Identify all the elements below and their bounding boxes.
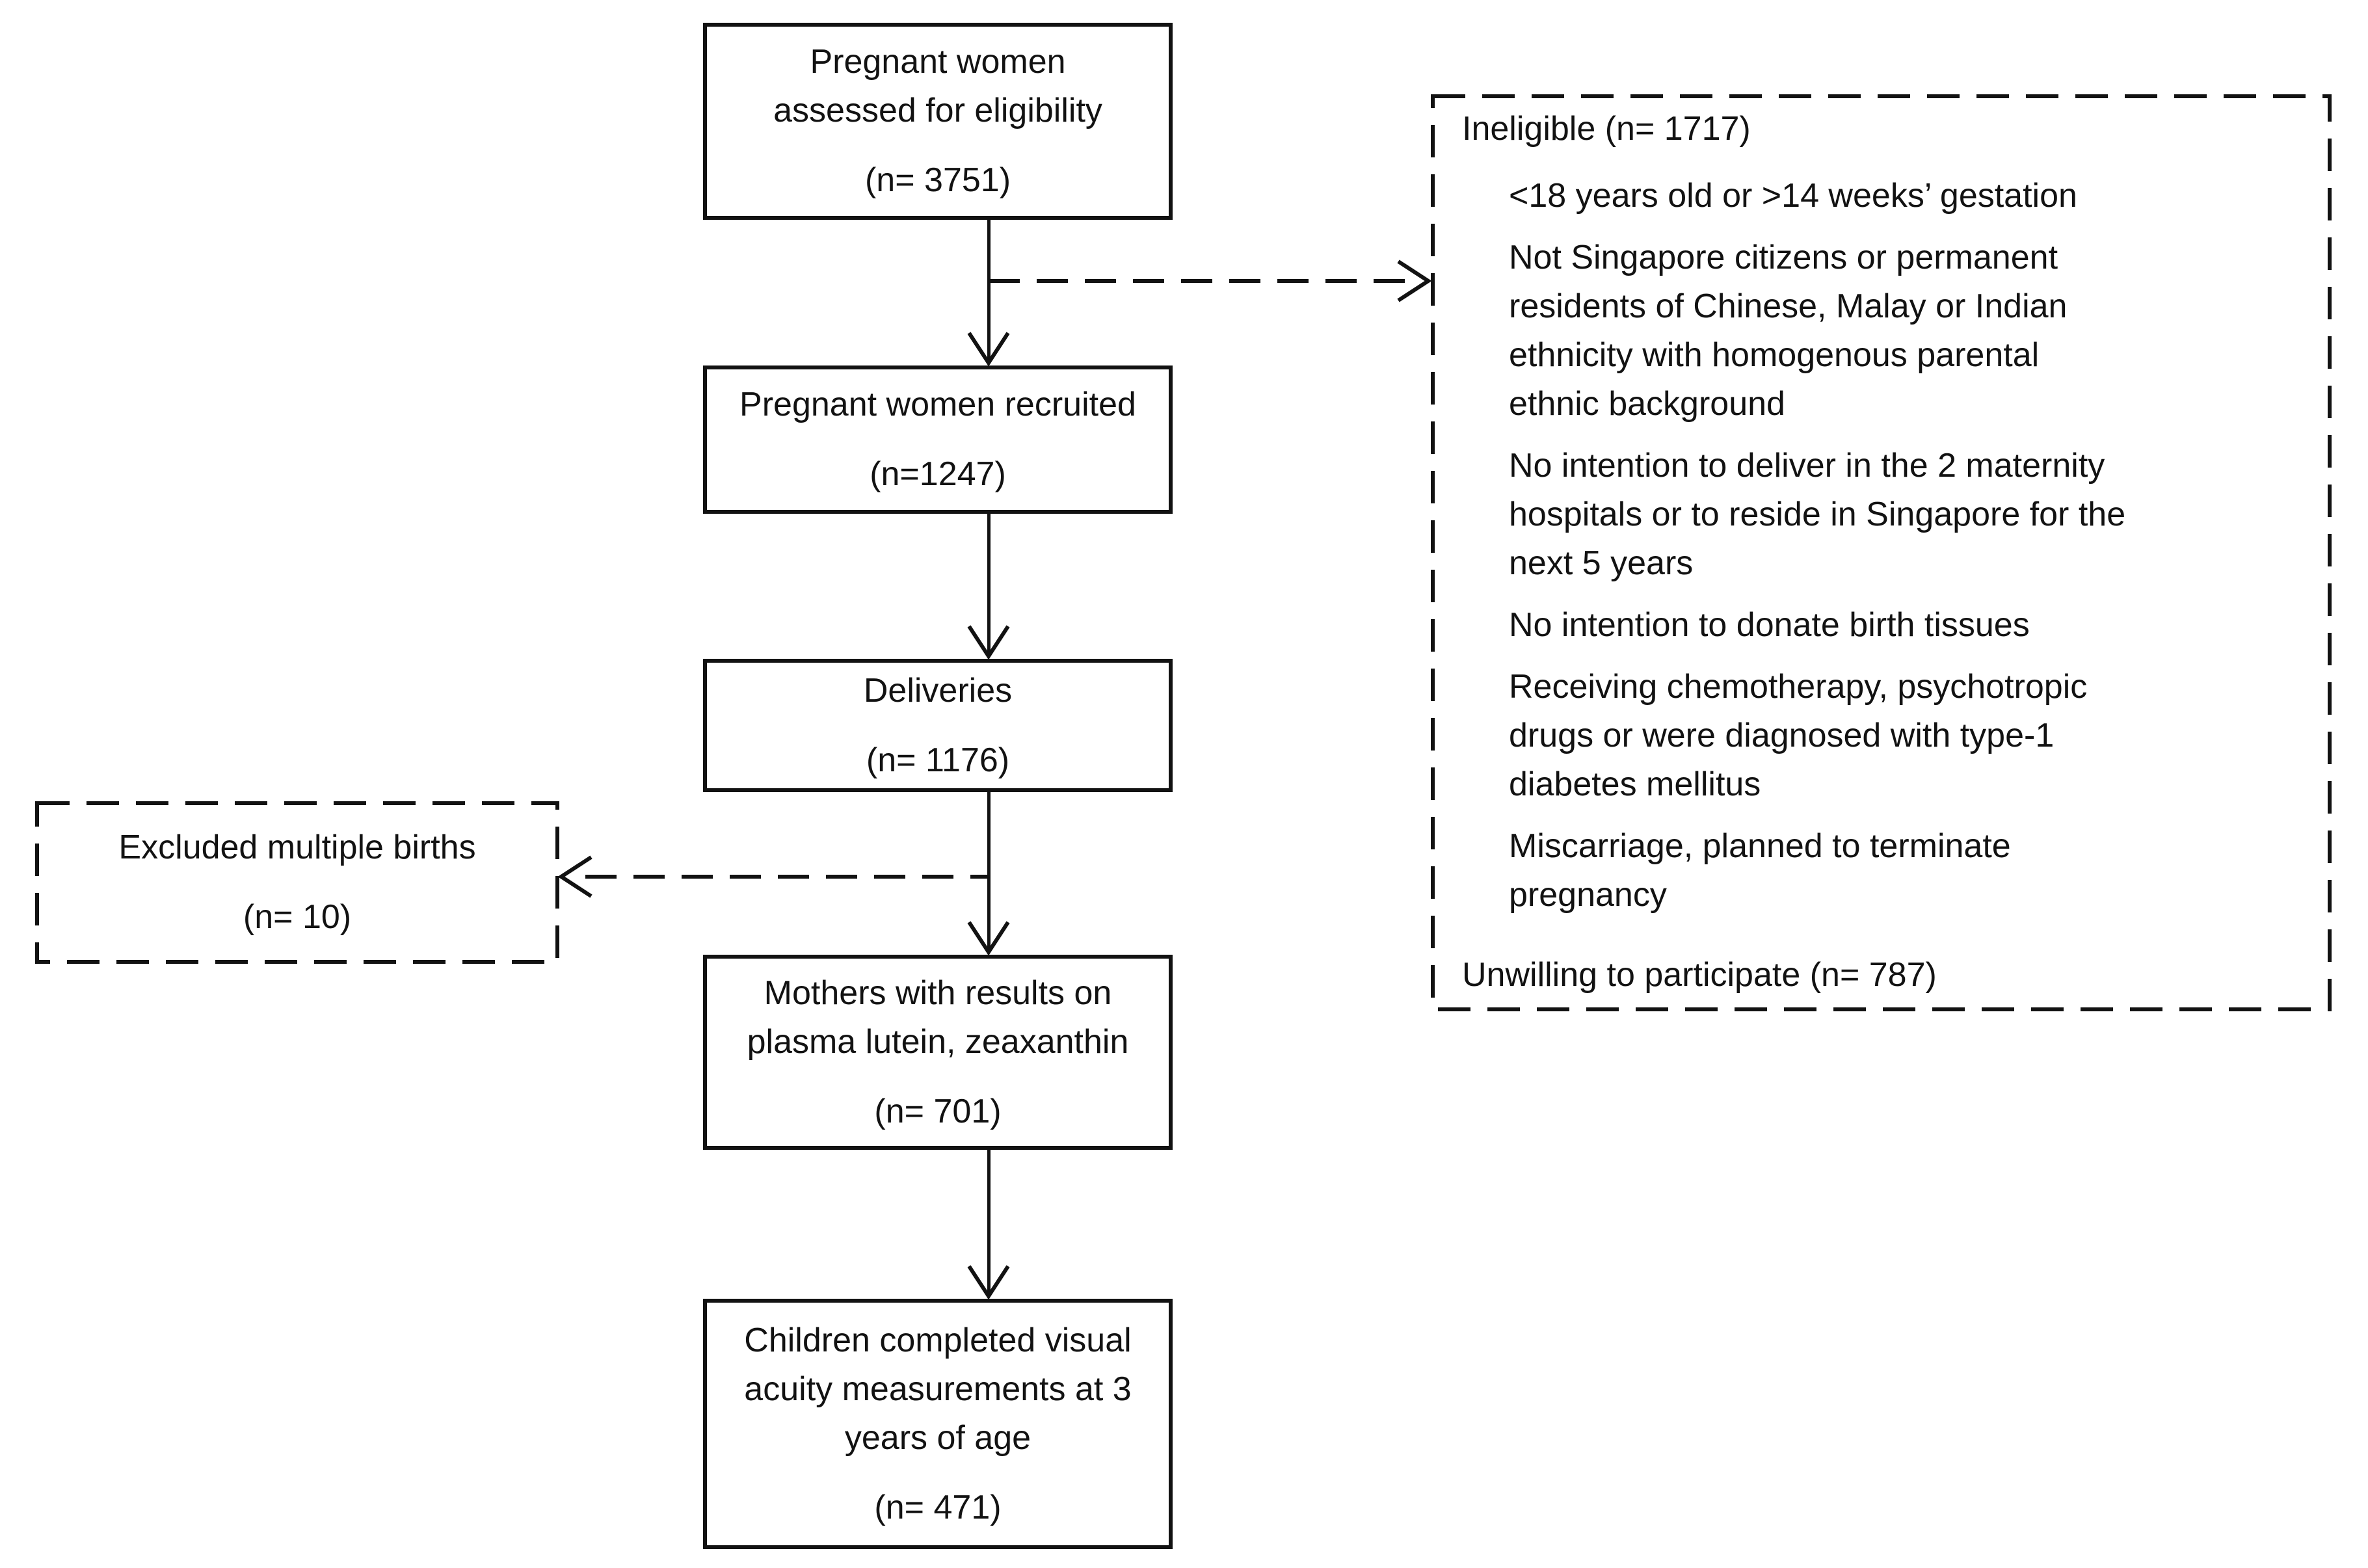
box-count: (n= 10) [243,898,352,936]
ineligible-reason: Miscarriage, planned to terminate pregna… [1509,827,2011,914]
arrowhead-down-icon [967,625,1010,659]
box-count: (n= 701) [874,1092,1002,1130]
ineligible-reason: No intention to deliver in the 2 materni… [1509,447,2126,582]
box-label: Deliveries [863,671,1013,710]
ineligible-footer: Unwilling to participate (n= 787) [1462,956,1937,994]
flow-box-deliveries: Deliveries (n= 1176) [703,659,1173,792]
dashed-border [35,801,559,964]
box-label: Pregnant women recruited [739,386,1136,423]
arrowhead-right-icon [1397,259,1431,302]
box-label: Mothers with results on plasma lutein, z… [747,974,1129,1061]
arrowhead-down-icon [967,332,1010,366]
flow-box-assessed: Pregnant women assessed for eligibility … [703,23,1173,220]
ineligible-title: Ineligible (n= 1717) [1462,110,1751,148]
arrowhead-left-icon [558,855,592,898]
ineligible-reason: Receiving chemotherapy, psychotropic dru… [1509,668,2088,803]
box-count: (n= 3751) [864,161,1011,199]
box-label: Pregnant women assessed for eligibility [773,43,1102,129]
box-count: (n= 1176) [866,741,1010,779]
connector-line-1 [987,219,991,362]
ineligible-box: Ineligible (n= 1717) <18 years old or >1… [1431,94,2332,1011]
arrowhead-down-icon [967,1265,1010,1299]
dashed-line-to-excluded [585,875,989,879]
ineligible-reason: No intention to donate birth tissues [1509,606,2030,644]
dashed-border [1431,94,2332,1011]
arrowhead-down-icon [967,921,1010,955]
excluded-box: Excluded multiple births (n= 10) [35,801,559,964]
ineligible-reason: <18 years old or >14 weeks’ gestation [1509,177,2077,215]
connector-line-4 [987,1149,991,1294]
flow-box-plasma-results: Mothers with results on plasma lutein, z… [703,955,1173,1150]
box-label: Excluded multiple births [118,829,476,866]
connector-line-2 [987,512,991,654]
flow-box-recruited: Pregnant women recruited (n=1247) [703,365,1173,514]
dashed-line-to-ineligible [989,279,1405,283]
ineligible-reason: Not Singapore citizens or permanent resi… [1509,239,2068,423]
flow-box-visual-acuity: Children completed visual acuity measure… [703,1299,1173,1549]
box-label: Children completed visual acuity measure… [744,1321,1132,1457]
box-count: (n=1247) [870,455,1006,493]
box-count: (n= 471) [874,1488,1002,1526]
connector-line-3 [987,791,991,951]
